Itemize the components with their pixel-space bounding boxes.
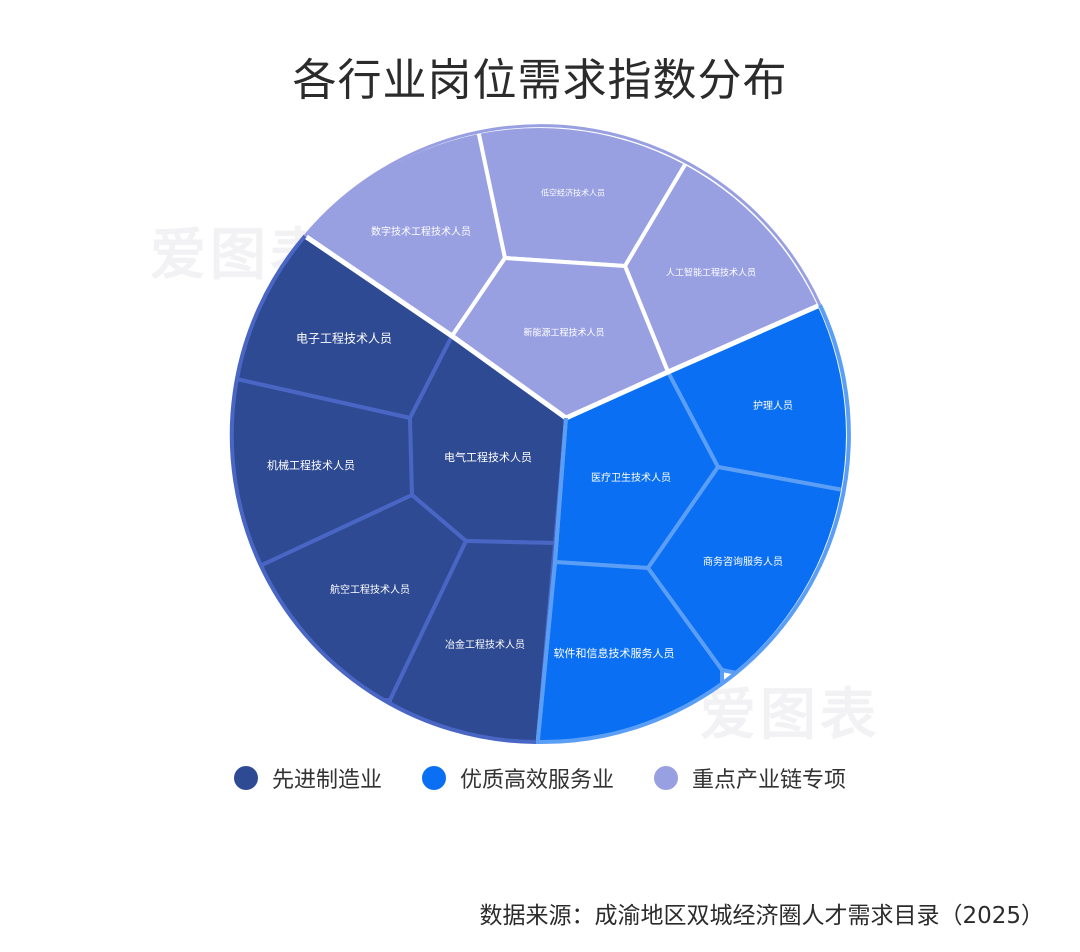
label-huli: 护理人员 — [753, 399, 793, 412]
label-jixie: 机械工程技术人员 — [267, 458, 355, 472]
watermark-bottom-right: 爱图表 — [700, 683, 880, 748]
label-shangwu: 商务咨询服务人员 — [703, 555, 783, 568]
data-source: 数据来源：成渝地区双城经济圈人才需求目录（2025） — [479, 903, 1044, 929]
label-dianzi: 电子工程技术人员 — [296, 331, 392, 346]
rim-key-industry — [303, 124, 822, 306]
cell-yejin[interactable] — [388, 539, 557, 760]
legend-item-advanced-manufacturing[interactable]: 先进制造业 — [233, 762, 382, 794]
rim-manufacturing — [229, 234, 537, 744]
legend-dot-icon — [233, 766, 258, 790]
group-border-services — [534, 417, 568, 742]
label-rengong: 人工智能工程技术人员 — [666, 267, 756, 279]
group-advanced-manufacturing — [232, 234, 568, 760]
rim-services — [535, 304, 851, 745]
label-dianqi: 电气工程技术人员 — [444, 450, 532, 464]
legend-label: 先进制造业 — [271, 768, 382, 793]
legend-label: 重点产业链专项 — [692, 768, 847, 793]
chart-title: 各行业岗位需求指数分布 — [292, 55, 788, 106]
label-yiliao: 医疗卫生技术人员 — [591, 471, 671, 484]
label-xinnengyuan: 新能源工程技术人员 — [523, 327, 604, 339]
label-hangkong: 航空工程技术人员 — [330, 583, 410, 596]
legend-item-key-industry[interactable]: 重点产业链专项 — [654, 762, 846, 794]
label-dikong: 低空经济技术人员 — [541, 188, 605, 198]
legend-dot-icon — [421, 766, 446, 790]
legend-item-quality-services[interactable]: 优质高效服务业 — [421, 762, 614, 794]
legend-label: 优质高效服务业 — [459, 768, 614, 793]
label-ruanjian: 软件和信息技术服务人员 — [554, 646, 675, 660]
label-yejin: 冶金工程技术人员 — [445, 638, 525, 651]
label-shuzi: 数字技术工程技术人员 — [371, 225, 471, 238]
legend-dot-icon — [654, 766, 678, 790]
legend: 先进制造业 优质高效服务业 重点产业链专项 — [0, 762, 1080, 794]
